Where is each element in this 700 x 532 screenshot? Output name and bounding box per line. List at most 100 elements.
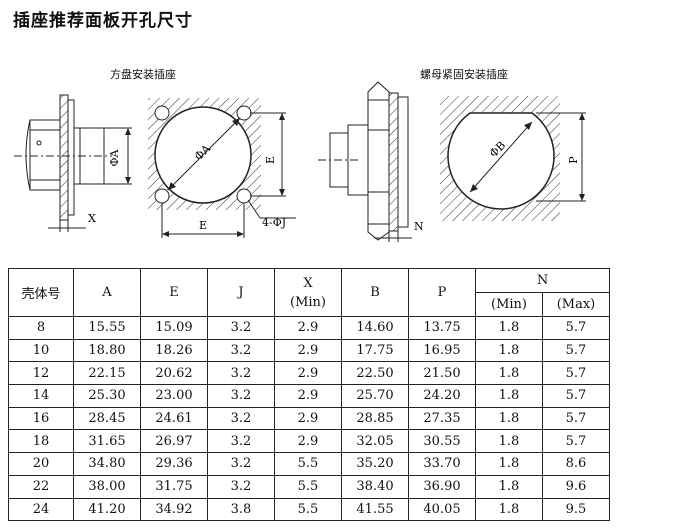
table-cell: 2.9 [274,384,342,408]
table-cell: 1.8 [475,429,543,454]
table-cell: 28.45 [73,406,141,431]
header-a: A [73,268,141,317]
table-cell: 18.26 [140,338,208,363]
table-cell: 2.9 [274,361,342,386]
table-cell: 25.30 [73,384,141,408]
table-cell: 40.05 [408,497,476,522]
header-j: J [207,268,275,317]
table-cell: 31.65 [73,429,141,454]
table-cell: 38.00 [73,474,141,499]
table-cell: 30.55 [408,429,476,454]
e-horizontal-label: E [199,219,207,232]
table-cell: 1.8 [475,452,543,476]
table-cell: 17.75 [341,338,409,363]
table-cell: 1.8 [475,361,543,386]
header-p: P [408,268,476,317]
table-cell: 2.9 [274,316,342,340]
table-cell: 3.2 [207,361,275,386]
table-cell: 27.35 [408,406,476,431]
table-cell: 18 [8,429,74,454]
table-cell: 41.20 [73,497,141,522]
technical-drawings: ΦA X ΦA E E 4-ΦJ [14,81,586,242]
table-cell: 5.7 [542,429,610,454]
table-cell: 5.7 [542,384,610,408]
table-cell: 8 [8,316,74,340]
p-dim-label: P [567,156,580,164]
table-cell: 3.2 [207,338,275,363]
x-dim-label: X [88,212,96,225]
table-cell: 22.15 [73,361,141,386]
table-cell: 16.95 [408,338,476,363]
table-cell: 14.60 [341,316,409,340]
table-cell: 3.2 [207,474,275,499]
table-cell: 5.5 [274,474,342,499]
table-cell: 16 [8,406,74,431]
left-drawing-caption: 方盘安装插座 [110,68,176,81]
table-cell: 5.7 [542,316,610,340]
header-b: B [341,268,409,317]
table-cell: 34.92 [140,497,208,522]
table-cell: 1.8 [475,497,543,522]
table-cell: 1.8 [475,316,543,340]
table-cell: 3.2 [207,452,275,476]
table-cell: 15.09 [140,316,208,340]
d-flat-panel-cutout [440,96,586,221]
table-cell: 32.05 [341,429,409,454]
table-cell: 5.7 [542,361,610,386]
table-cell: 12 [8,361,74,386]
table-cell: 24.20 [408,384,476,408]
table-cell: 22 [8,474,74,499]
table-cell: 13.75 [408,316,476,340]
header-e: E [140,268,208,317]
table-cell: 2.9 [274,406,342,431]
header-n-min: (Min) [475,292,543,317]
table-cell: 3.8 [207,497,275,522]
table-cell: 21.50 [408,361,476,386]
table-cell: 35.20 [341,452,409,476]
n-dim-label: N [414,220,424,233]
table-cell: 3.2 [207,429,275,454]
table-cell: 25.70 [341,384,409,408]
table-cell: 26.97 [140,429,208,454]
table-cell: 18.80 [73,338,141,363]
table-cell: 23.00 [140,384,208,408]
table-cell: 22.50 [341,361,409,386]
table-cell: 41.55 [341,497,409,522]
table-cell: 20 [8,452,74,476]
table-cell: 36.90 [408,474,476,499]
table-cell: 10 [8,338,74,363]
page-title: 插座推荐面板开孔尺寸 [13,11,193,31]
table-cell: 5.7 [542,338,610,363]
e-vertical-label: E [264,156,277,164]
table-cell: 1.8 [475,474,543,499]
four-phi-j-label: 4-ΦJ [262,216,286,229]
table-cell: 1.8 [475,384,543,408]
table-cell: 29.36 [140,452,208,476]
header-x: X (Min) [274,268,342,317]
table-cell: 34.80 [73,452,141,476]
square-flange-side-view [14,94,132,232]
square-panel-cutout [148,98,296,238]
table-cell: 5.5 [274,497,342,522]
table-cell: 1.8 [475,406,543,431]
table-cell: 9.5 [542,497,610,522]
table-cell: 24.61 [140,406,208,431]
table-cell: 8.6 [542,452,610,476]
table-cell: 3.2 [207,316,275,340]
table-cell: 3.2 [207,406,275,431]
table-cell: 20.62 [140,361,208,386]
table-cell: 33.70 [408,452,476,476]
table-cell: 28.85 [341,406,409,431]
header-shell: 壳体号 [8,268,74,317]
jam-nut-side-view [318,81,412,242]
table-cell: 5.5 [274,452,342,476]
